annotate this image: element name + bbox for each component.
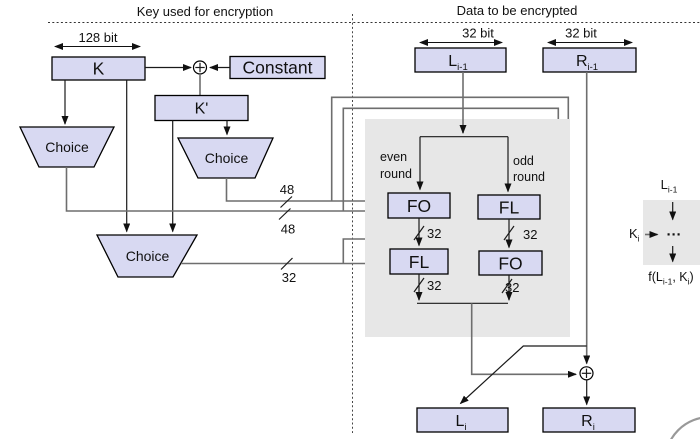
- bus-slash-icon: [503, 225, 515, 241]
- choice2-label: Choice: [205, 150, 249, 166]
- section-title-key: Key used for encryption: [137, 4, 274, 19]
- odd-round-label-1: odd: [513, 154, 534, 168]
- l-width-label: 32 bit: [462, 26, 494, 41]
- legend-key-label: Ki: [629, 226, 640, 244]
- bus-slash-icon: [280, 257, 293, 270]
- even-round-label-2: round: [380, 167, 412, 181]
- constant-box-label: Constant: [242, 58, 312, 78]
- r-output-box: [542, 407, 636, 433]
- r-input-box: [542, 47, 637, 73]
- k-width-label: 128 bit: [78, 30, 117, 45]
- fl2-width-label: 32: [427, 278, 441, 293]
- k-box-label: K: [93, 59, 105, 79]
- legend-input-label: Li-1: [661, 177, 678, 195]
- bus-slash-icon: [278, 208, 291, 220]
- r-output-label: Ri: [581, 413, 595, 433]
- bus48-top-label: 48: [280, 182, 294, 197]
- fl2-box: [389, 248, 449, 275]
- f-output-to-xor-line: [470, 303, 577, 378]
- choice3-trapezoid: [95, 234, 199, 278]
- l-input-label: Li-1: [448, 53, 467, 73]
- fo2-label: FO: [498, 254, 522, 274]
- r-input-label: Ri-1: [576, 53, 598, 73]
- choice1-trapezoid: [18, 126, 116, 168]
- fo1-width-label: 32: [427, 226, 441, 241]
- fo1-box: [387, 192, 451, 219]
- fo2-box: [478, 250, 543, 276]
- r-to-lout-swap-line: [459, 345, 587, 405]
- choice2-48bus-line: [225, 178, 385, 205]
- even-round-label-1: even: [380, 150, 407, 164]
- k-box: [51, 56, 146, 81]
- bus48-bottom-label: 48: [281, 222, 295, 237]
- bus-slash-icon: [413, 277, 425, 293]
- fo2-width-label: 32: [505, 280, 519, 295]
- legend-dots: ···: [667, 227, 682, 244]
- key-xor-icon: [192, 60, 208, 75]
- choice1-48bus-line: [65, 167, 385, 215]
- bus-slash-icon: [501, 278, 513, 294]
- l-output-label: Li: [455, 413, 466, 433]
- k-prime-box: [154, 94, 249, 122]
- bus32-label: 32: [282, 270, 296, 285]
- fl1-width-label: 32: [523, 227, 537, 242]
- r-width-label: 32 bit: [565, 26, 597, 41]
- bus-slash-icon: [413, 225, 425, 241]
- fl2-label: FL: [409, 252, 430, 272]
- fl1-label: FL: [499, 198, 520, 218]
- choice3-label: Choice: [126, 248, 170, 264]
- bus-slash-icon: [280, 196, 293, 208]
- fo1-label: FO: [407, 196, 431, 216]
- l-input-box: [414, 47, 507, 73]
- k-prime-box-label: K': [195, 101, 209, 118]
- round-function-panel: [365, 119, 570, 337]
- fl1-box: [477, 194, 541, 220]
- section-title-data: Data to be encrypted: [457, 3, 578, 18]
- odd-round-label-2: round: [513, 170, 545, 184]
- l-output-box: [416, 407, 509, 433]
- choice1-label: Choice: [45, 139, 89, 155]
- data-xor-icon: [579, 366, 594, 381]
- corner-logo-arc: [670, 416, 700, 439]
- choice2-trapezoid: [176, 137, 275, 179]
- legend-output-label: f(Li-1, Ki): [648, 270, 693, 287]
